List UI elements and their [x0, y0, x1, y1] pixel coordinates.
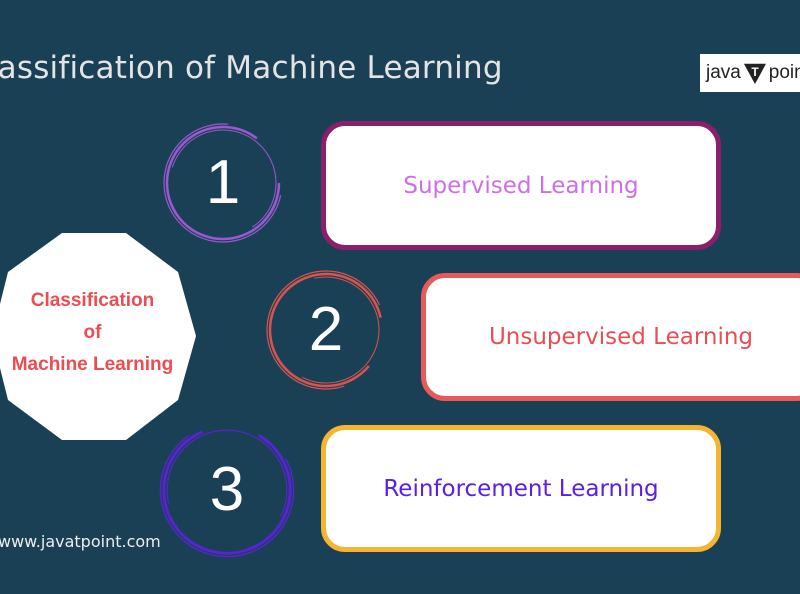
- logo-text-left: java: [706, 62, 741, 83]
- javatpoint-logo: java T point: [700, 54, 800, 92]
- number-2: 2: [308, 295, 344, 364]
- supervised-learning-box: Supervised Learning: [321, 121, 721, 250]
- footer-url: www.javatpoint.com: [0, 532, 161, 551]
- logo-t-icon: T: [743, 63, 766, 85]
- logo-text-right: point: [768, 62, 800, 83]
- center-line-3: Machine Learning: [11, 354, 174, 375]
- center-line-2: of: [83, 322, 102, 343]
- ring-2-icon: [266, 270, 386, 390]
- page-title: Classification of Machine Learning: [0, 50, 503, 86]
- svg-text:T: T: [751, 65, 759, 79]
- unsupervised-learning-box: Unsupervised Learning: [421, 273, 800, 401]
- number-3: 3: [209, 455, 245, 524]
- ring-3-icon: [159, 422, 295, 558]
- ring-1-icon: [163, 123, 283, 243]
- center-line-1: Classification: [30, 290, 155, 311]
- center-label: Classification of Machine Learning: [0, 285, 185, 381]
- reinforcement-learning-box: Reinforcement Learning: [321, 425, 721, 552]
- number-1: 1: [205, 148, 241, 217]
